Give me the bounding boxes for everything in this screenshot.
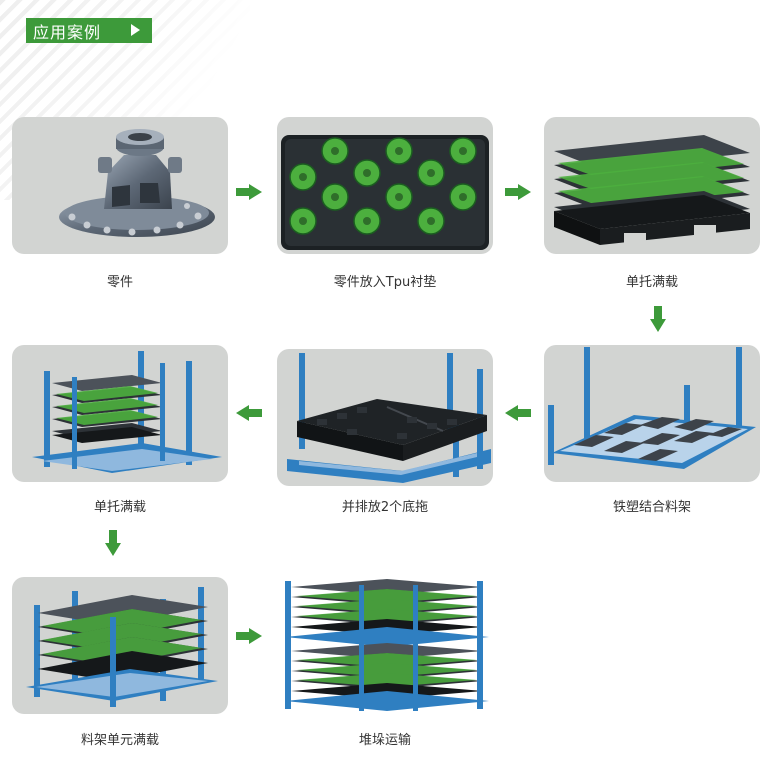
loaded-pallet-icon — [554, 135, 750, 245]
stacked-racks-icon — [285, 579, 489, 711]
step-7-label: 料架单元满载 — [80, 733, 159, 748]
iron-plastic-rack-icon — [548, 347, 756, 469]
step-2-label: 零件放入Tpu衬垫 — [333, 275, 437, 290]
step-7-image — [12, 577, 228, 714]
arrow-right-icon — [505, 184, 531, 200]
step-5-image — [277, 349, 493, 486]
play-arrow-icon — [131, 24, 140, 36]
arrow-down-icon — [650, 306, 666, 332]
arrow-right-icon — [236, 184, 262, 200]
rack-loaded-icon — [32, 351, 222, 473]
step-4-image — [544, 345, 760, 482]
step-6-label: 单托满载 — [93, 500, 146, 515]
section-header: 应用案例 — [26, 18, 152, 43]
arrow-left-icon — [236, 405, 262, 421]
step-3-label: 单托满载 — [625, 275, 678, 290]
step-1-label: 零件 — [106, 275, 133, 290]
step-5-label: 并排放2个底拖 — [341, 500, 429, 515]
step-4-label: 铁塑结合料架 — [612, 500, 691, 515]
rack-unit-loaded-icon — [26, 587, 218, 707]
step-1-image — [12, 117, 228, 254]
tpu-pad-icon — [281, 135, 489, 250]
step-8-label: 堆垛运输 — [358, 733, 411, 748]
two-trays-icon — [287, 353, 491, 483]
step-6-image — [12, 345, 228, 482]
arrow-right-icon — [236, 628, 262, 644]
step-2-image — [277, 117, 493, 254]
arrow-down-icon — [105, 530, 121, 556]
part-icon — [59, 129, 215, 237]
step-3-image — [544, 117, 760, 254]
section-title: 应用案例 — [33, 22, 102, 42]
arrow-left-icon — [505, 405, 531, 421]
step-8-image — [277, 577, 493, 714]
